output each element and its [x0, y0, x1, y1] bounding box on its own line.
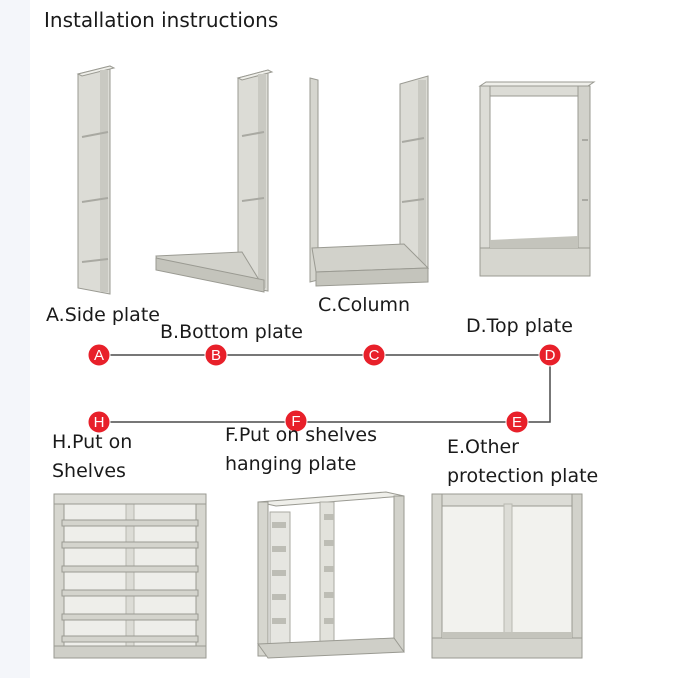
- step-e-label: E.Other protection plate: [447, 433, 598, 491]
- step-d-badge: D: [538, 343, 562, 367]
- step-c-badge: C: [362, 343, 386, 367]
- step-e-label-line2: protection plate: [447, 462, 598, 491]
- step-a-badge-letter: A: [94, 347, 104, 364]
- step-f-label: F.Put on shelves hanging plate: [225, 421, 377, 479]
- step-e-label-line1: E.Other: [447, 433, 598, 462]
- step-d-badge-letter: D: [545, 347, 556, 364]
- step-f-label-line1: F.Put on shelves: [225, 421, 377, 450]
- step-e-badge-letter: E: [512, 414, 522, 431]
- step-a-badge: A: [87, 343, 111, 367]
- step-b-badge: B: [204, 343, 228, 367]
- protection-plate-figure: [430, 490, 586, 660]
- step-b-badge-letter: B: [211, 347, 221, 364]
- step-e-badge: E: [505, 410, 529, 434]
- step-c-badge-letter: C: [369, 347, 380, 364]
- step-h-label: H.Put on Shelves: [52, 428, 132, 486]
- hanging-plate-figure: [254, 488, 408, 660]
- finished-shelf-figure: [52, 490, 210, 660]
- step-h-label-line2: Shelves: [52, 457, 132, 486]
- step-f-label-line2: hanging plate: [225, 450, 377, 479]
- step-h-label-line1: H.Put on: [52, 428, 132, 457]
